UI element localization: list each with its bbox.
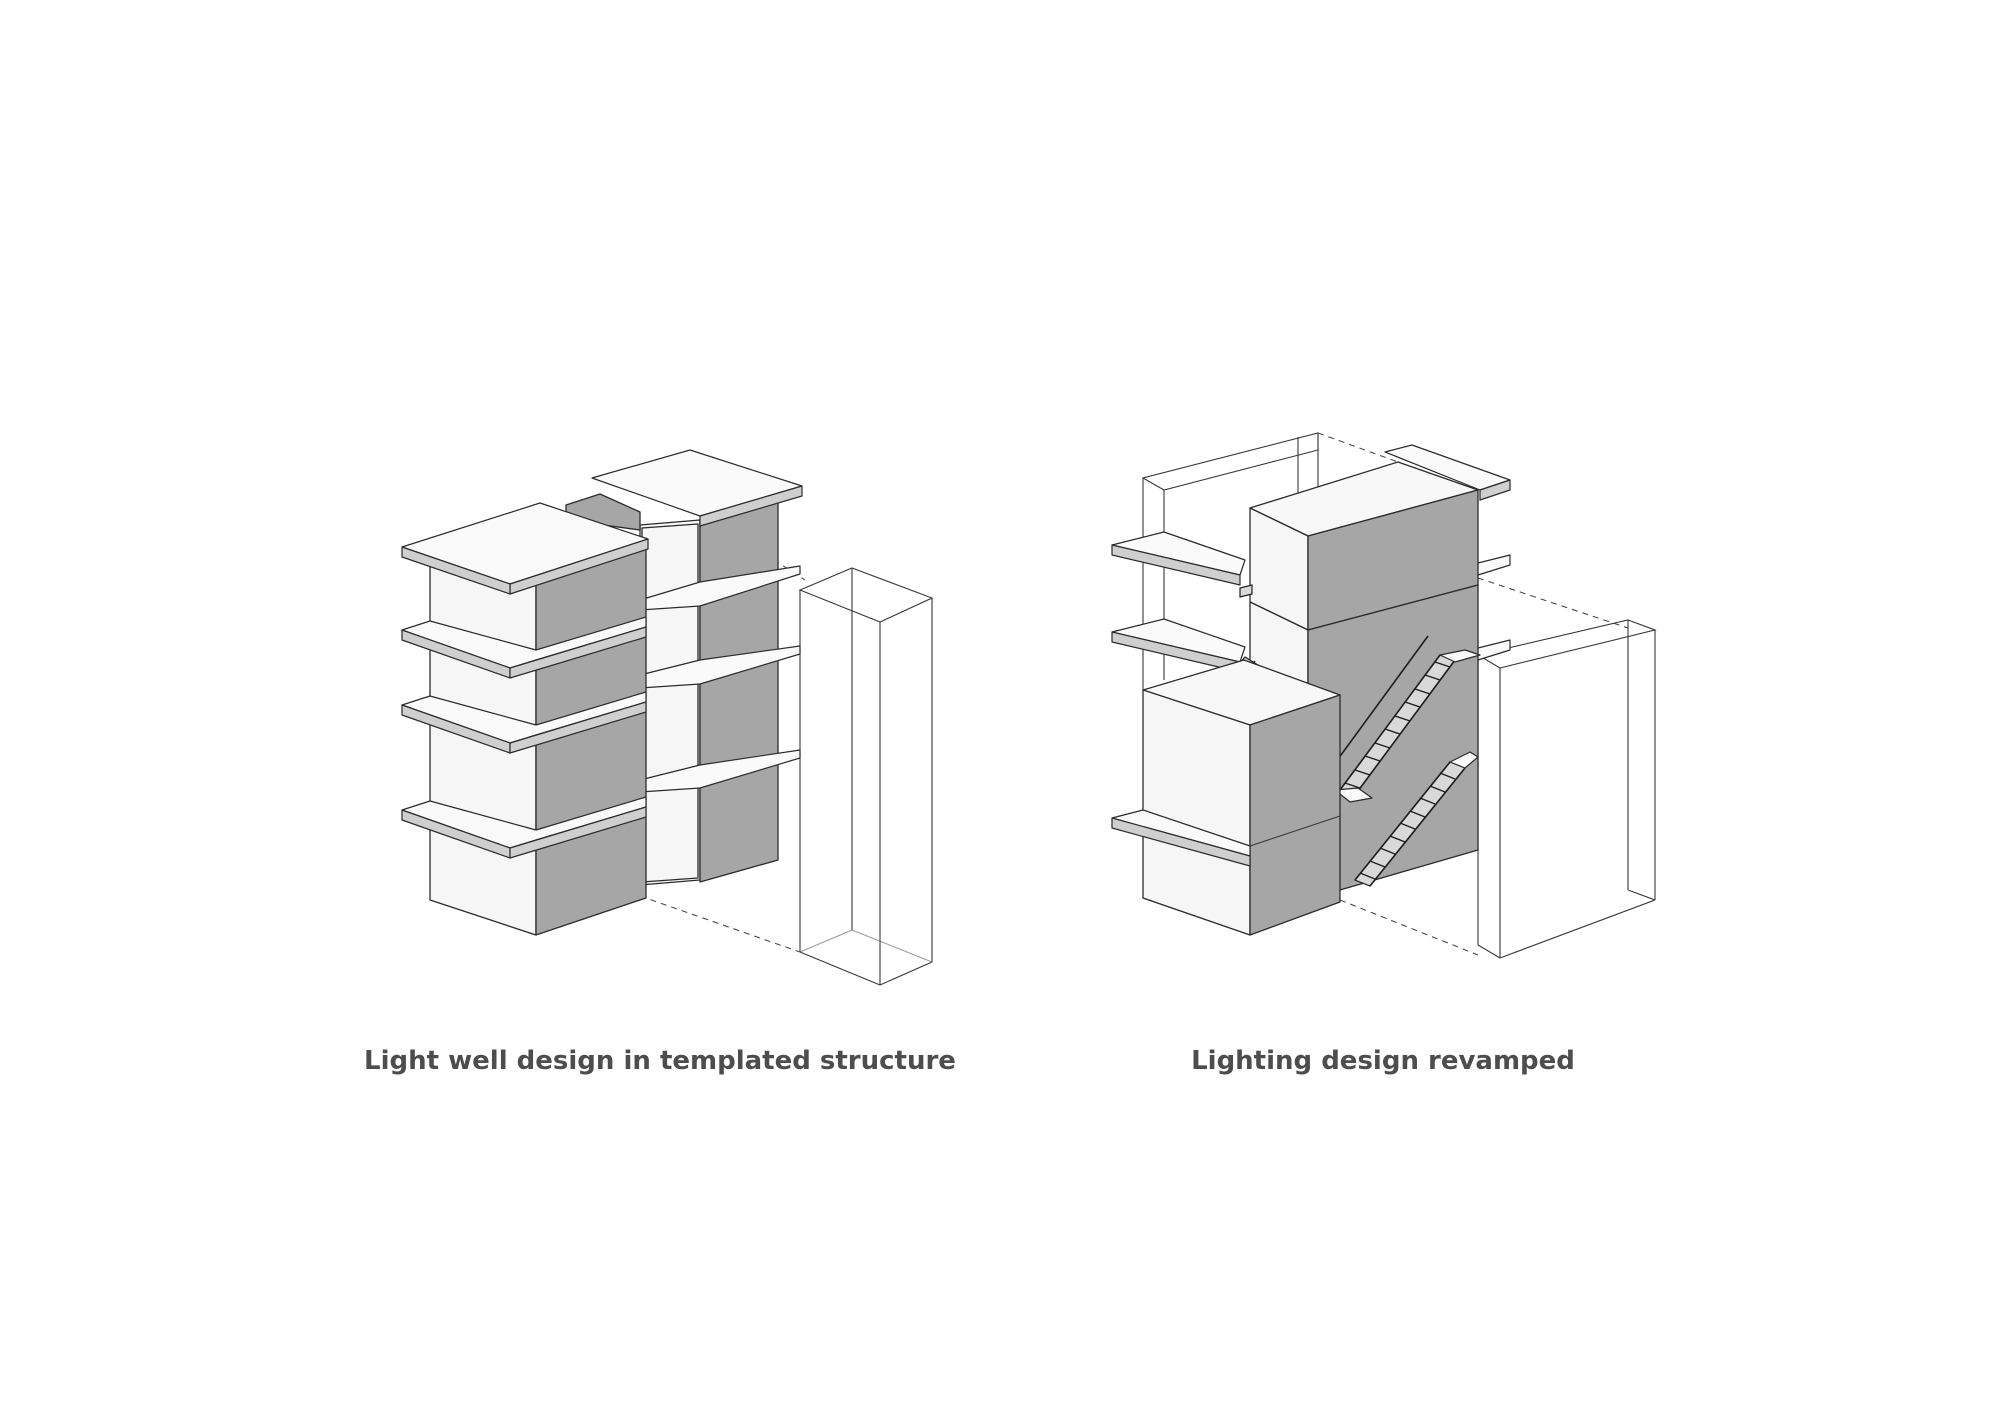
- right-small-bracket: [1239, 584, 1253, 598]
- lower-stair-steps: [1359, 772, 1456, 880]
- left-back-building: [639, 494, 779, 886]
- right-light-well-wireframe: [1476, 619, 1657, 959]
- right-upper-box: [1249, 461, 1479, 631]
- caption-light-well-design: Light well design in templated structure: [364, 1046, 956, 1076]
- left-diagram: [401, 449, 934, 986]
- right-lower-box: [1142, 659, 1341, 936]
- right-dashed-guides: [1317, 432, 1629, 956]
- right-back-left-slabs: [1111, 531, 1246, 673]
- left-light-well-wireframe: [798, 567, 934, 986]
- right-lower-slab: [1111, 809, 1341, 867]
- right-lower-staircase: [1354, 751, 1479, 887]
- left-front-slabs: [401, 502, 649, 859]
- upper-stair-steps: [1344, 661, 1451, 789]
- right-diagram: [1111, 432, 1657, 959]
- right-stair-landing: [1334, 787, 1373, 803]
- caption-lighting-design-revamped: Lighting design revamped: [1191, 1046, 1575, 1076]
